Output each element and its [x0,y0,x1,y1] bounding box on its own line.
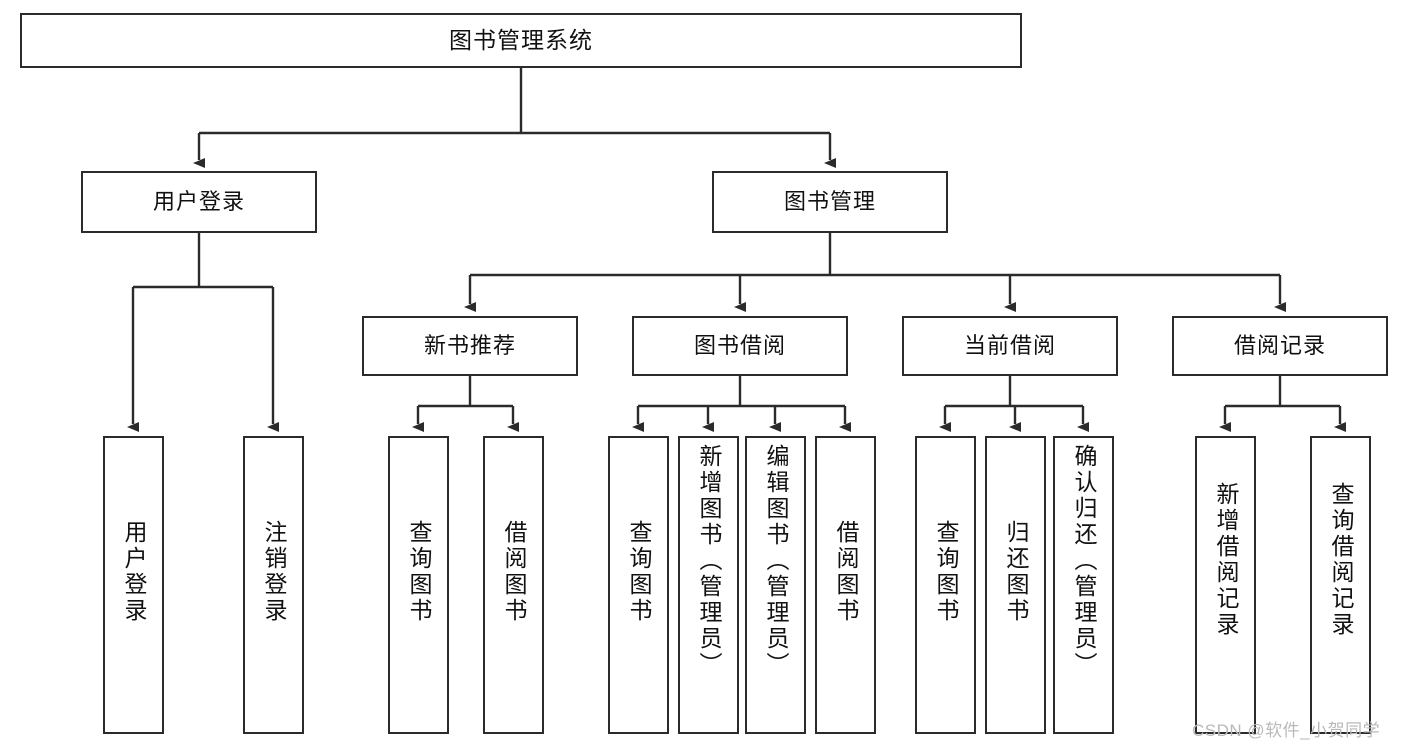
node-leaf-query-book-1-label: 查询图书 [406,520,432,624]
node-current-borrow[interactable]: 当前借阅 [902,316,1118,376]
node-leaf-user-login[interactable]: 用户登录 [103,436,164,734]
node-leaf-return-book[interactable]: 归还图书 [985,436,1046,734]
node-book-manage[interactable]: 图书管理 [712,171,948,233]
node-leaf-edit-book-label: 编辑图书（管理员） [763,444,789,678]
node-borrow-record[interactable]: 借阅记录 [1172,316,1388,376]
node-leaf-confirm-return-label: 确认归还（管理员） [1071,444,1097,678]
node-book-borrow-label: 图书借阅 [693,333,786,359]
node-leaf-return-book-label: 归还图书 [1003,520,1029,624]
node-leaf-add-record[interactable]: 新增借阅记录 [1195,436,1256,734]
node-leaf-add-book-label: 新增图书（管理员） [696,444,722,678]
node-leaf-borrow-book-2-label: 借阅图书 [833,520,859,624]
node-leaf-query-book-2[interactable]: 查询图书 [608,436,669,734]
node-leaf-confirm-return[interactable]: 确认归还（管理员） [1053,436,1114,734]
node-leaf-query-record[interactable]: 查询借阅记录 [1310,436,1371,734]
node-book-manage-label: 图书管理 [783,189,876,215]
node-leaf-query-book-3-label: 查询图书 [933,520,959,624]
node-leaf-add-book[interactable]: 新增图书（管理员） [678,436,739,734]
node-root[interactable]: 图书管理系统 [20,13,1022,68]
node-user-login-label: 用户登录 [152,189,245,215]
node-leaf-user-login-label: 用户登录 [121,520,147,624]
node-leaf-borrow-book-1[interactable]: 借阅图书 [483,436,544,734]
node-leaf-borrow-book-2[interactable]: 借阅图书 [815,436,876,734]
node-leaf-borrow-book-1-label: 借阅图书 [501,520,527,624]
node-root-label: 图书管理系统 [449,26,593,53]
node-leaf-logout[interactable]: 注销登录 [243,436,304,734]
node-leaf-query-book-2-label: 查询图书 [626,520,652,624]
node-user-login[interactable]: 用户登录 [81,171,317,233]
node-current-borrow-label: 当前借阅 [963,333,1056,359]
node-new-book-recommend[interactable]: 新书推荐 [362,316,578,376]
node-new-book-recommend-label: 新书推荐 [423,333,516,359]
node-leaf-logout-label: 注销登录 [261,520,287,624]
node-borrow-record-label: 借阅记录 [1233,333,1326,359]
node-leaf-query-book-3[interactable]: 查询图书 [915,436,976,734]
node-leaf-query-book-1[interactable]: 查询图书 [388,436,449,734]
node-book-borrow[interactable]: 图书借阅 [632,316,848,376]
csdn-watermark: CSDN @软件_小贺同学 [1192,721,1381,740]
node-leaf-query-record-label: 查询借阅记录 [1328,482,1354,638]
node-leaf-edit-book[interactable]: 编辑图书（管理员） [745,436,806,734]
node-leaf-add-record-label: 新增借阅记录 [1213,482,1239,638]
